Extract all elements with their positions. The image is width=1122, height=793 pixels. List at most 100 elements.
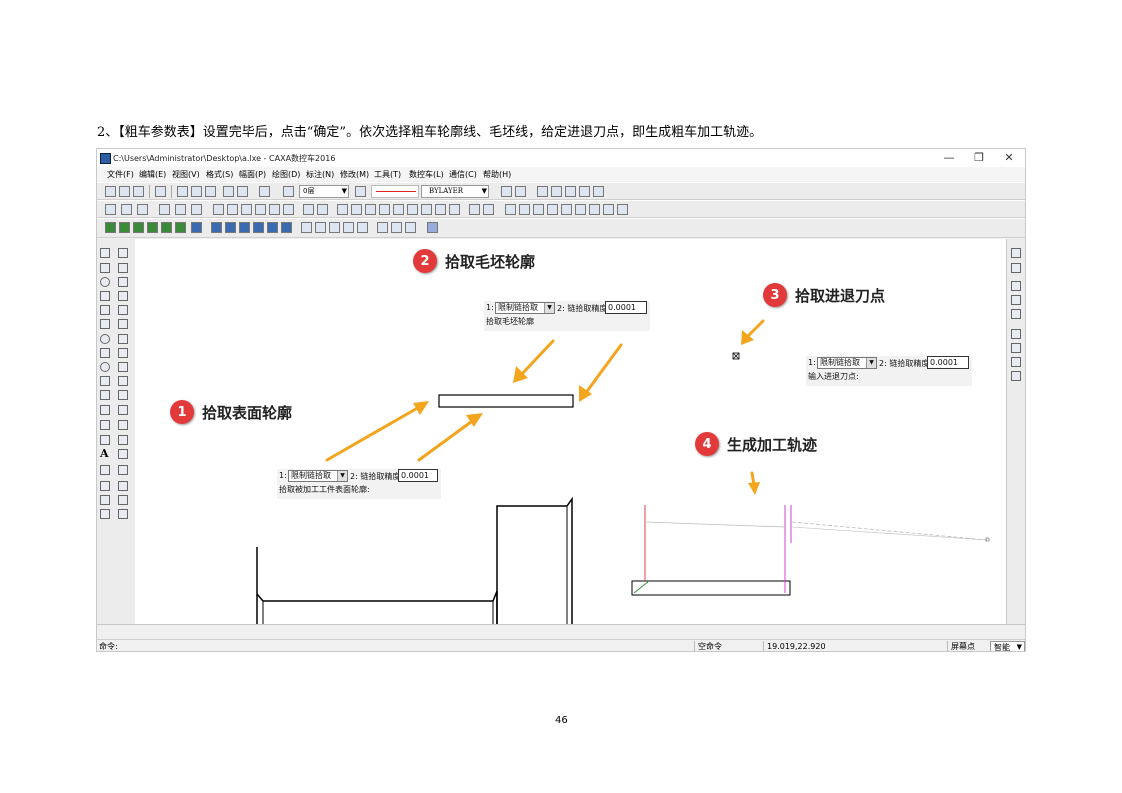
code-icon[interactable]: [329, 222, 340, 233]
angle-dimension-icon[interactable]: [317, 204, 328, 215]
bolt-icon[interactable]: [118, 495, 128, 505]
hatch-tool-icon[interactable]: [100, 420, 110, 430]
groove-icon[interactable]: [133, 222, 144, 233]
object-icon[interactable]: [100, 495, 110, 505]
menu-file[interactable]: 文件(F): [107, 170, 134, 179]
view-2-icon[interactable]: [1011, 281, 1021, 291]
comm-icon[interactable]: [427, 222, 438, 233]
lathe-op-1-icon[interactable]: [239, 222, 250, 233]
menu-format[interactable]: 格式(S): [206, 170, 234, 179]
export-icon[interactable]: [593, 186, 604, 197]
erase-icon[interactable]: [469, 204, 480, 215]
ellipse-icon[interactable]: [100, 334, 110, 344]
circle-icon[interactable]: [100, 277, 110, 287]
corner-icon[interactable]: [100, 405, 110, 415]
view-1-icon[interactable]: [1011, 248, 1021, 258]
text-tool-icon[interactable]: A: [100, 447, 109, 460]
polygon-icon[interactable]: [100, 362, 110, 372]
block-icon[interactable]: [100, 435, 110, 445]
brush-icon[interactable]: [118, 509, 128, 519]
weld-icon[interactable]: [379, 204, 390, 215]
scale-icon[interactable]: [118, 334, 128, 344]
post-process-icon[interactable]: [301, 222, 312, 233]
lathe-op-4-icon[interactable]: [281, 222, 292, 233]
tool-library-icon[interactable]: [191, 222, 202, 233]
fill-icon[interactable]: [118, 449, 128, 459]
datum-icon[interactable]: [365, 204, 376, 215]
menu-dimension[interactable]: 标注(N): [306, 170, 335, 179]
save-icon[interactable]: [133, 186, 144, 197]
menu-sheet[interactable]: 幅面(P): [239, 170, 267, 179]
pick-mode-select[interactable]: 限制链拾取▼: [817, 357, 877, 369]
layer-select[interactable]: 0层▼: [299, 185, 349, 198]
view-7-icon[interactable]: [1011, 357, 1021, 367]
image-icon[interactable]: [579, 186, 590, 197]
centerline-icon[interactable]: [283, 204, 294, 215]
restore-button[interactable]: ❐: [974, 151, 984, 164]
grid-icon[interactable]: [515, 186, 526, 197]
refresh-icon[interactable]: [519, 204, 530, 215]
arc-icon[interactable]: [100, 291, 110, 301]
spline-icon[interactable]: [241, 204, 252, 215]
part-icon[interactable]: [100, 481, 110, 491]
parallel-line-icon[interactable]: [100, 263, 110, 273]
chamfer-icon[interactable]: [118, 390, 128, 400]
minimize-button[interactable]: —: [943, 151, 955, 164]
menu-view[interactable]: 视图(V): [172, 170, 200, 179]
pattern-icon[interactable]: [269, 204, 280, 215]
view-6-icon[interactable]: [1011, 343, 1021, 353]
view-cube-icon[interactable]: [1011, 263, 1021, 273]
menu-communication[interactable]: 通信(C): [449, 170, 477, 179]
open-file-icon[interactable]: [119, 186, 130, 197]
gradient-icon[interactable]: [118, 465, 128, 475]
rectangle-icon[interactable]: [100, 348, 110, 358]
lathe-op-2-icon[interactable]: [253, 222, 264, 233]
menu-modify[interactable]: 修改(M): [340, 170, 370, 179]
leader-icon[interactable]: [337, 204, 348, 215]
measure-icon[interactable]: [551, 186, 562, 197]
thread-icon[interactable]: [161, 222, 172, 233]
curve-icon[interactable]: [100, 305, 110, 315]
break-tool-icon[interactable]: [118, 405, 128, 415]
query-icon[interactable]: [537, 186, 548, 197]
menu-edit[interactable]: 编辑(E): [139, 170, 167, 179]
check-icon[interactable]: [225, 222, 236, 233]
thread-cycle-icon[interactable]: [175, 222, 186, 233]
point-icon[interactable]: [100, 319, 110, 329]
break-icon[interactable]: [213, 204, 224, 215]
simulate-icon[interactable]: [211, 222, 222, 233]
hatch-icon[interactable]: [407, 204, 418, 215]
copy-icon[interactable]: [191, 186, 202, 197]
label-icon[interactable]: [449, 204, 460, 215]
redo-icon[interactable]: [237, 186, 248, 197]
color-icon[interactable]: [355, 186, 366, 197]
dimension-tool-icon[interactable]: [118, 481, 128, 491]
stretch-icon[interactable]: [118, 420, 128, 430]
zoom-all-icon[interactable]: [589, 204, 600, 215]
view-5-icon[interactable]: [1011, 329, 1021, 339]
reverse-read-icon[interactable]: [315, 222, 326, 233]
trim-icon[interactable]: [483, 204, 494, 215]
menu-help[interactable]: 帮助(H): [483, 170, 512, 179]
table-icon[interactable]: [175, 204, 186, 215]
cut-icon[interactable]: [177, 186, 188, 197]
text-icon[interactable]: [421, 204, 432, 215]
move-icon[interactable]: [118, 263, 128, 273]
pan-icon[interactable]: [505, 204, 516, 215]
print-icon[interactable]: [155, 186, 166, 197]
pick-mode-select[interactable]: 限制链拾取▼: [288, 470, 348, 482]
frame-icon[interactable]: [105, 204, 116, 215]
view-4-icon[interactable]: [1011, 309, 1021, 319]
dynamic-pan-icon[interactable]: [533, 204, 544, 215]
zoom-in-icon[interactable]: [617, 204, 628, 215]
receive-icon[interactable]: [391, 222, 402, 233]
machine-setup-icon[interactable]: [343, 222, 354, 233]
menu-tools[interactable]: 工具(T): [374, 170, 402, 179]
polyline-icon[interactable]: [100, 390, 110, 400]
title-block-icon[interactable]: [121, 204, 132, 215]
note-icon[interactable]: [435, 204, 446, 215]
zoom-out-icon[interactable]: [603, 204, 614, 215]
precision-input[interactable]: 0.0001: [398, 469, 438, 482]
help-icon[interactable]: [259, 186, 270, 197]
line-icon[interactable]: [100, 248, 110, 258]
